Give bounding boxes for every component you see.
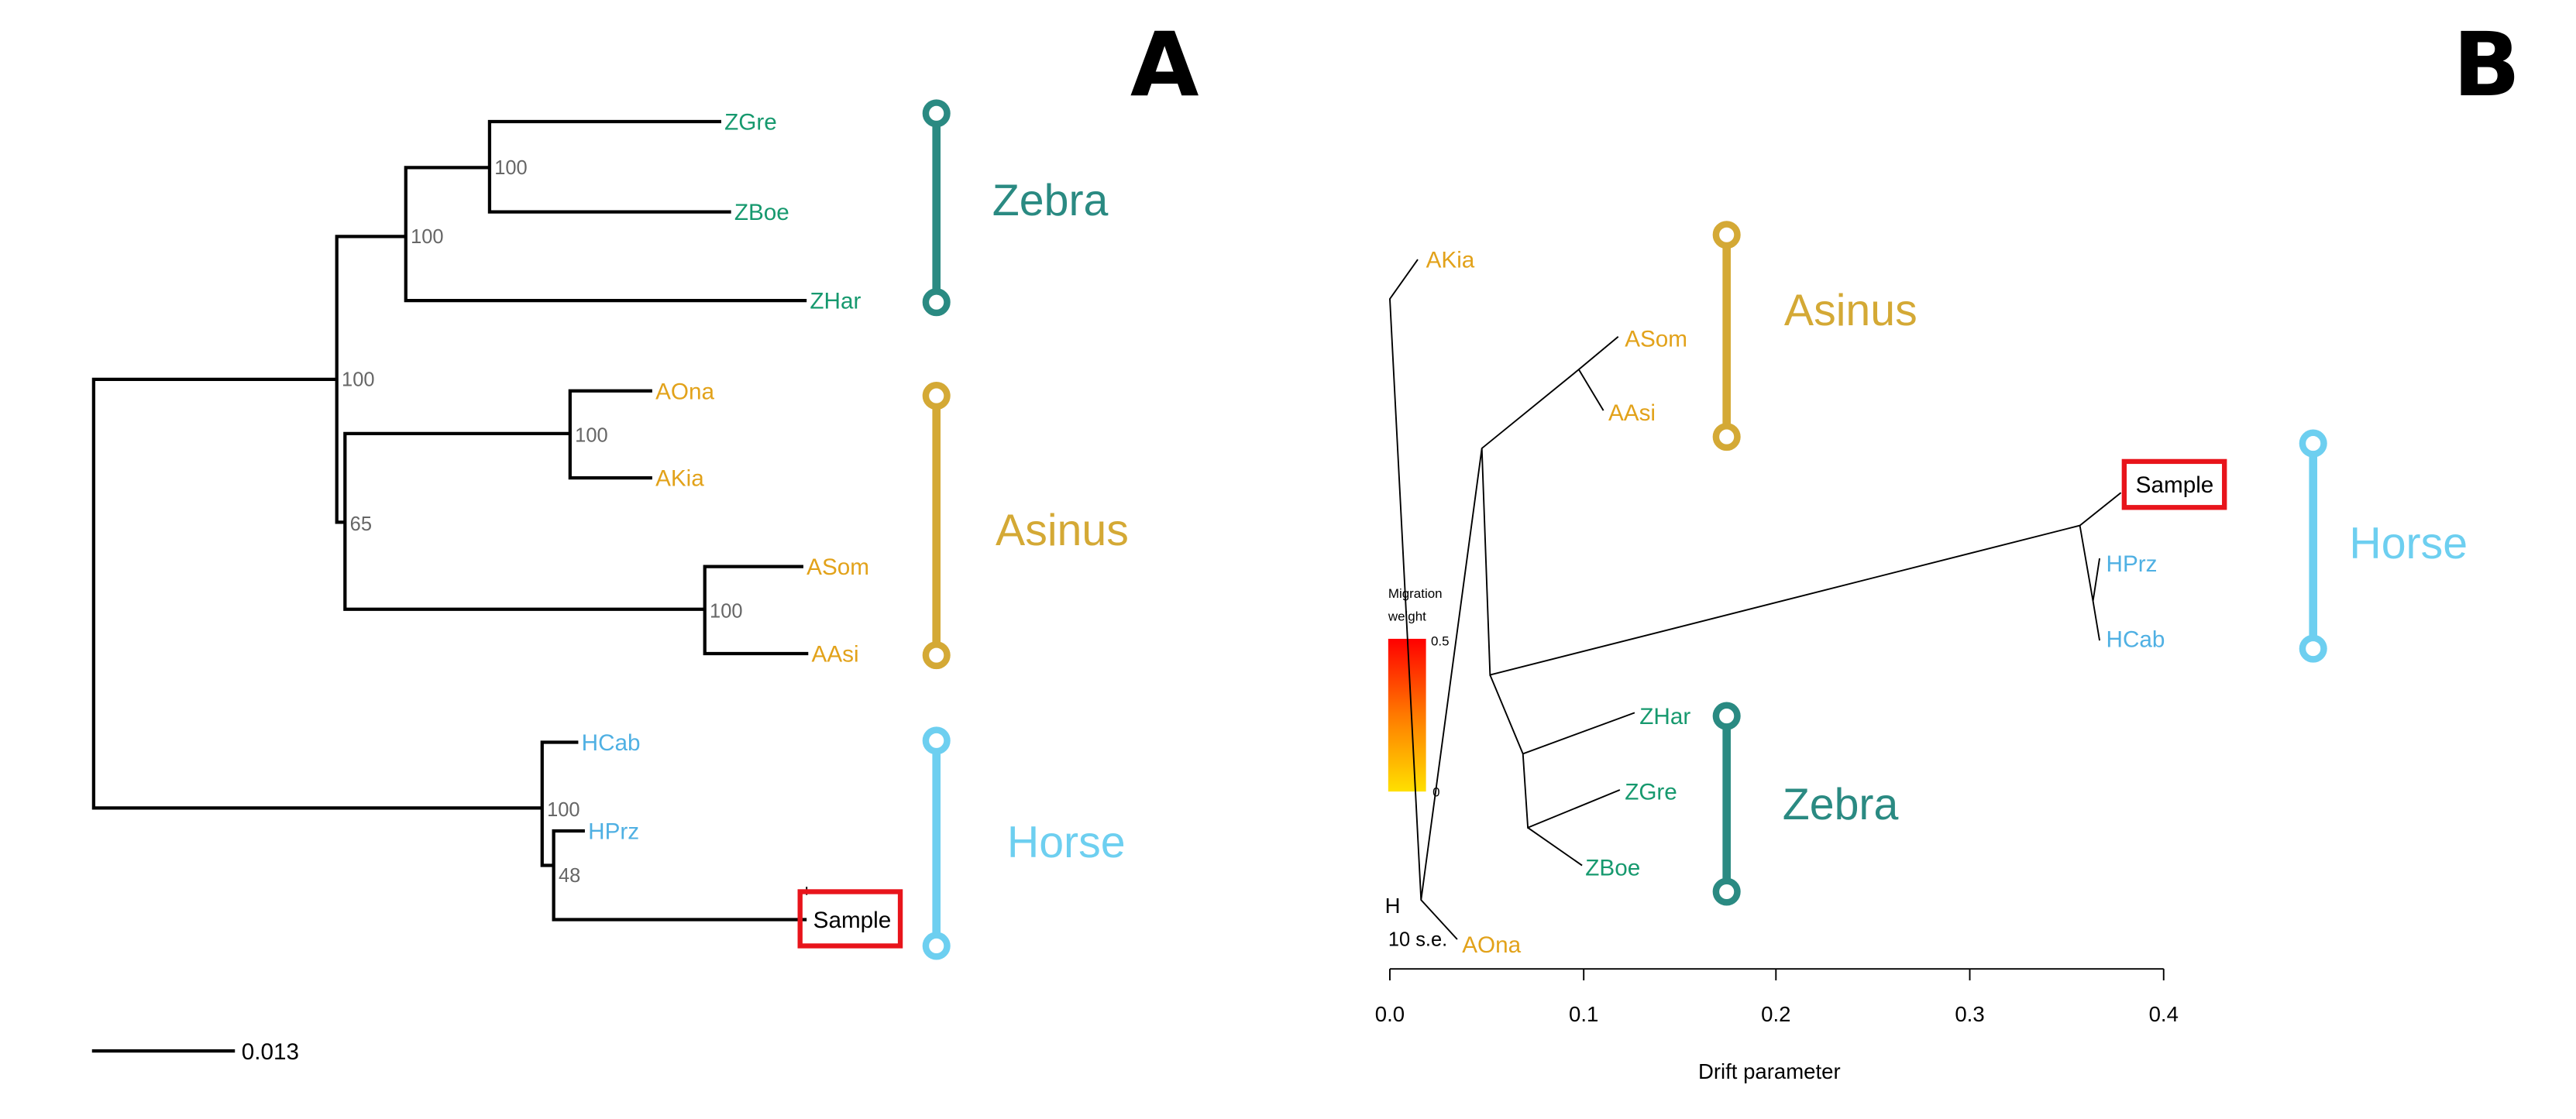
panel-b-treemix: B Migration weight 0.5 0 AKia ASom AAsi … [1375,14,2520,1083]
se-scale-label: 10 s.e. [1388,928,1447,950]
taxon-label-zgre: ZGre [724,110,777,136]
group-label-horse: Horse [2349,519,2468,568]
bootstrap-value: 100 [547,799,580,821]
group-label-asinus: Asinus [1784,286,1917,335]
x-axis: 0.0 0.1 0.2 0.3 0.4 Drift parameter [1375,968,2179,1083]
taxon-label-hprz: HPrz [588,819,639,845]
taxon-label-asom: ASom [1625,326,1687,352]
taxon-label-akia: AKia [655,466,704,492]
treemix-branches [1389,259,2122,940]
bootstrap-value: 100 [342,369,374,390]
taxon-label-zhar: ZHar [1639,704,1690,729]
group-bar-horse: Horse [2299,429,2468,663]
group-bar-horse: Horse [922,726,1126,960]
taxon-label-zgre: ZGre [1625,780,1677,805]
group-bar-asinus: Asinus [922,382,1129,670]
legend-max: 0.5 [1431,633,1450,648]
bootstrap-value: 100 [494,157,527,179]
group-label-zebra: Zebra [992,176,1109,225]
taxon-label-akia: AKia [1426,248,1475,273]
bootstrap-value: 100 [411,226,443,248]
bootstrap-value: 100 [710,600,742,622]
taxon-label-hcab: HCab [2107,627,2165,653]
x-tick-label: 0.3 [1955,1002,1984,1026]
group-bar-asinus: Asinus [1712,221,1917,451]
panel-b-label: B [2453,14,2520,117]
group-label-zebra: Zebra [1783,780,1899,829]
group-label-horse: Horse [1007,818,1126,867]
group-bar-zebra: Zebra [1712,702,1899,906]
x-tick-label: 0.1 [1569,1002,1598,1026]
taxon-label-zhar: ZHar [810,289,861,314]
panel-a-ml-tree: A 100 100 100 100 65 100 100 48 ZGre ZBo… [91,14,1199,1065]
taxon-label-aasi: AAsi [812,642,859,668]
scale-bar-label: 0.013 [242,1039,299,1065]
x-tick-label: 0.0 [1375,1002,1405,1026]
taxon-label-aasi: AAsi [1608,400,1656,426]
migration-gradient [1388,638,1426,792]
bootstrap-value: 65 [350,513,372,535]
taxon-label-zboe: ZBoe [1585,855,1640,880]
taxon-label-aona: AOna [1462,932,1521,958]
x-tick-label: 0.2 [1761,1002,1790,1026]
bootstrap-value: 48 [559,865,580,887]
se-scale-glyph: H [1385,894,1401,918]
taxon-label-aona: AOna [655,379,714,404]
x-tick-label: 0.4 [2149,1002,2179,1026]
legend-title: Migration [1388,586,1443,601]
taxon-label-hcab: HCab [582,730,641,756]
taxon-label-asom: ASom [807,554,869,580]
x-axis-title: Drift parameter [1698,1059,1841,1083]
sample-highlight-box [797,889,903,949]
taxon-label-sample: Sample [813,908,892,933]
taxon-label-sample: Sample [2136,472,2214,498]
sample-highlight-box [2121,458,2227,510]
bootstrap-value: 100 [575,424,607,446]
tree-branches [91,119,809,922]
group-label-asinus: Asinus [996,506,1129,555]
scale-bar: 0.013 [91,1039,299,1065]
group-bar-zebra: Zebra [922,99,1109,317]
migration-legend: Migration weight 0.5 0 [1388,586,1450,800]
taxon-label-zboe: ZBoe [734,200,789,225]
taxon-label-hprz: HPrz [2107,551,2158,577]
panel-a-label: A [1130,14,1199,117]
